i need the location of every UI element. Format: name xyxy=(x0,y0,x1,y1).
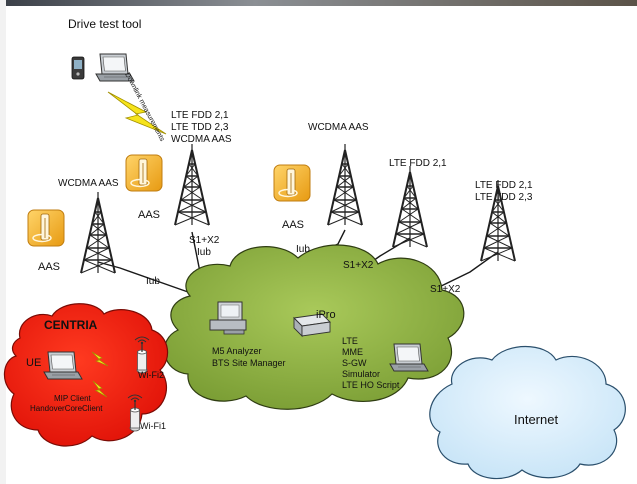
wifi1-label: Wi-Fi1 xyxy=(140,421,166,431)
lte-label-2: MME xyxy=(342,347,363,357)
client-label-1: MIP Client xyxy=(54,394,92,403)
ipro-label: iPro xyxy=(316,309,336,321)
site3-label: WCDMA AAS xyxy=(308,122,369,133)
site2-label-3: WCDMA AAS xyxy=(171,134,232,145)
internet-label: Internet xyxy=(514,412,558,427)
site3-tower-icon xyxy=(327,143,363,226)
site3-aas-label: AAS xyxy=(282,219,304,231)
site1-label: WCDMA AAS xyxy=(58,178,119,189)
phone-icon xyxy=(71,56,85,80)
site5-label-2: LTE TDD 2,3 xyxy=(475,192,533,203)
lte-label-3: S-GW xyxy=(342,358,367,368)
site5-link-label: S1+X2 xyxy=(430,284,461,295)
analyzer-pc-icon xyxy=(209,301,247,335)
site1-aas-label: AAS xyxy=(38,261,60,273)
drive-test-title: Drive test tool xyxy=(68,17,141,31)
site1-link-label: Iub xyxy=(146,276,160,287)
site5-label-1: LTE FDD 2,1 xyxy=(475,180,533,191)
site3-aas-icon xyxy=(273,164,311,202)
centria-title: CENTRIA xyxy=(44,318,98,332)
site2-aas-icon xyxy=(125,154,163,192)
ipro-device-icon xyxy=(293,313,331,338)
site2-label-1: LTE FDD 2,1 xyxy=(171,110,229,121)
header-photo-strip xyxy=(0,0,637,6)
centria-cloud xyxy=(3,303,169,447)
site2-tower-icon xyxy=(174,143,210,226)
ue-label: UE xyxy=(26,357,41,369)
internet-cloud xyxy=(429,345,626,480)
site1-tower-icon xyxy=(80,191,116,274)
site1-aas-icon xyxy=(27,209,65,247)
link-site1-core xyxy=(97,261,189,293)
site2-aas-label: AAS xyxy=(138,209,160,221)
site2-link-label-2: Iub xyxy=(197,247,211,258)
downlink-lightning-icon xyxy=(107,91,167,135)
wifi2-label: Wi-Fi2 xyxy=(138,370,164,380)
site4-label: LTE FDD 2,1 xyxy=(389,158,447,169)
lte-label-5: LTE HO Script xyxy=(342,380,400,390)
lte-label-4: Simulator xyxy=(342,369,380,379)
client-label-2: HandoverCoreClient xyxy=(30,404,103,413)
analyzer-label-1: M5 Analyzer xyxy=(212,346,262,356)
analyzer-label-2: BTS Site Manager xyxy=(212,358,286,368)
site3-link-label: Iub xyxy=(296,244,310,255)
site2-link-label-1: S1+X2 xyxy=(189,235,220,246)
site4-link-label: S1+X2 xyxy=(343,260,374,271)
left-edge xyxy=(0,0,6,484)
lte-label-1: LTE xyxy=(342,336,358,346)
site2-label-2: LTE TDD 2,3 xyxy=(171,122,229,133)
site4-tower-icon xyxy=(392,165,428,248)
